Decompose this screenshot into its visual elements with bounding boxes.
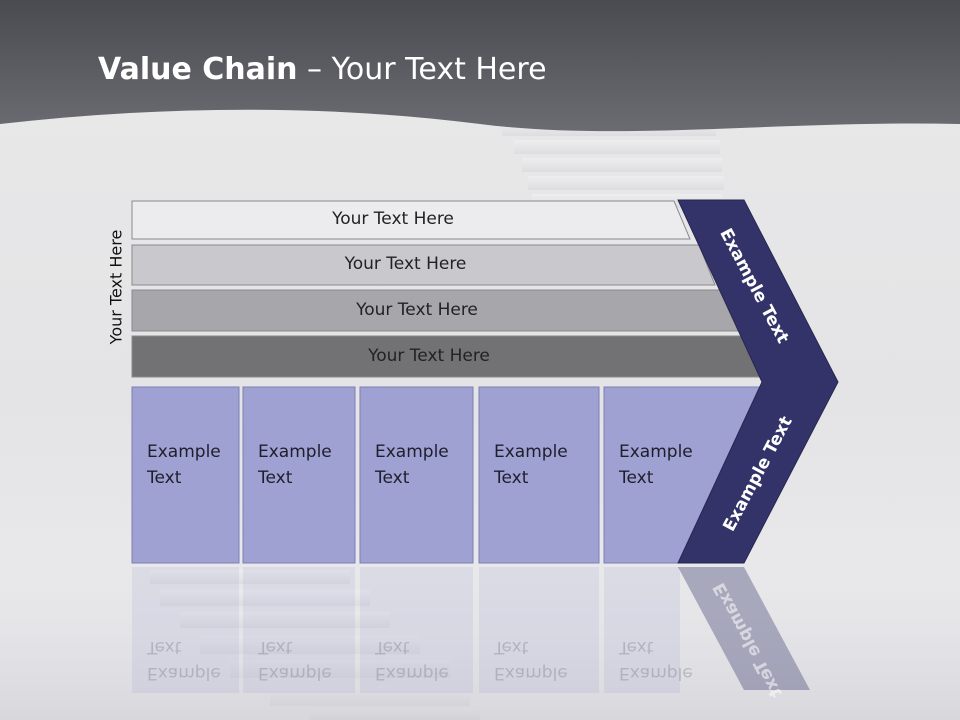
primary-cell-reflection-2 bbox=[243, 567, 355, 693]
title-bold: Value Chain bbox=[98, 52, 298, 87]
cell-reflection-line-1: Example bbox=[494, 663, 568, 683]
cell-line-2: Text bbox=[494, 468, 529, 488]
primary-cell-2 bbox=[242, 386, 356, 564]
cell-line-2: Text bbox=[258, 468, 293, 488]
page-title: Value Chain – Your Text Here bbox=[98, 52, 547, 87]
cell-line-2: Text bbox=[619, 468, 654, 488]
cell-reflection-line-1: Example bbox=[375, 663, 449, 683]
primary-cell-reflection-label-5: Example Text bbox=[619, 634, 693, 686]
floor-shade bbox=[0, 560, 960, 720]
primary-cell-reflection-label-4: Example Text bbox=[494, 634, 568, 686]
primary-cell-reflection-label-2: Example Text bbox=[258, 634, 332, 686]
support-bar-1 bbox=[131, 200, 691, 240]
primary-cell-reflection-label-3: Example Text bbox=[375, 634, 449, 686]
cell-line-1: Example bbox=[619, 442, 693, 462]
support-bar-2 bbox=[131, 244, 716, 286]
cell-reflection-line-2: Text bbox=[147, 637, 182, 657]
cell-line-2: Text bbox=[375, 468, 410, 488]
primary-cell-reflection-5 bbox=[604, 567, 680, 693]
cell-reflection-line-2: Text bbox=[258, 637, 293, 657]
cell-line-1: Example bbox=[258, 442, 332, 462]
primary-cell-reflection-1 bbox=[132, 567, 239, 693]
cell-reflection-line-1: Example bbox=[147, 663, 221, 683]
cell-line-1: Example bbox=[147, 442, 221, 462]
primary-cell-4 bbox=[478, 386, 600, 564]
support-bar-label-4: Your Text Here bbox=[368, 345, 490, 366]
primary-cell-reflection-4 bbox=[479, 567, 599, 693]
primary-cell-1 bbox=[131, 386, 240, 564]
cell-reflection-line-2: Text bbox=[619, 637, 654, 657]
header-band bbox=[0, 0, 960, 132]
cell-reflection-line-1: Example bbox=[619, 663, 693, 683]
primary-cell-reflection-label-1: Example Text bbox=[147, 634, 221, 686]
cell-line-1: Example bbox=[375, 442, 449, 462]
margin-arrow bbox=[677, 199, 839, 564]
primary-cell-reflection-3 bbox=[360, 567, 473, 693]
primary-cell-3 bbox=[359, 386, 474, 564]
support-bar-label-2: Your Text Here bbox=[344, 254, 467, 274]
margin-arrow-reflection bbox=[678, 567, 810, 690]
cell-line-1: Example bbox=[494, 442, 568, 462]
cell-line-2: Text bbox=[147, 468, 182, 488]
cell-reflection-line-2: Text bbox=[494, 637, 529, 657]
support-bar-label-3: Your Text Here bbox=[356, 299, 478, 320]
cell-reflection-line-2: Text bbox=[375, 637, 410, 657]
cell-reflection-line-1: Example bbox=[258, 663, 332, 683]
support-bar-label-1: Your Text Here bbox=[332, 209, 454, 229]
title-rest: – Your Text Here bbox=[297, 52, 547, 87]
